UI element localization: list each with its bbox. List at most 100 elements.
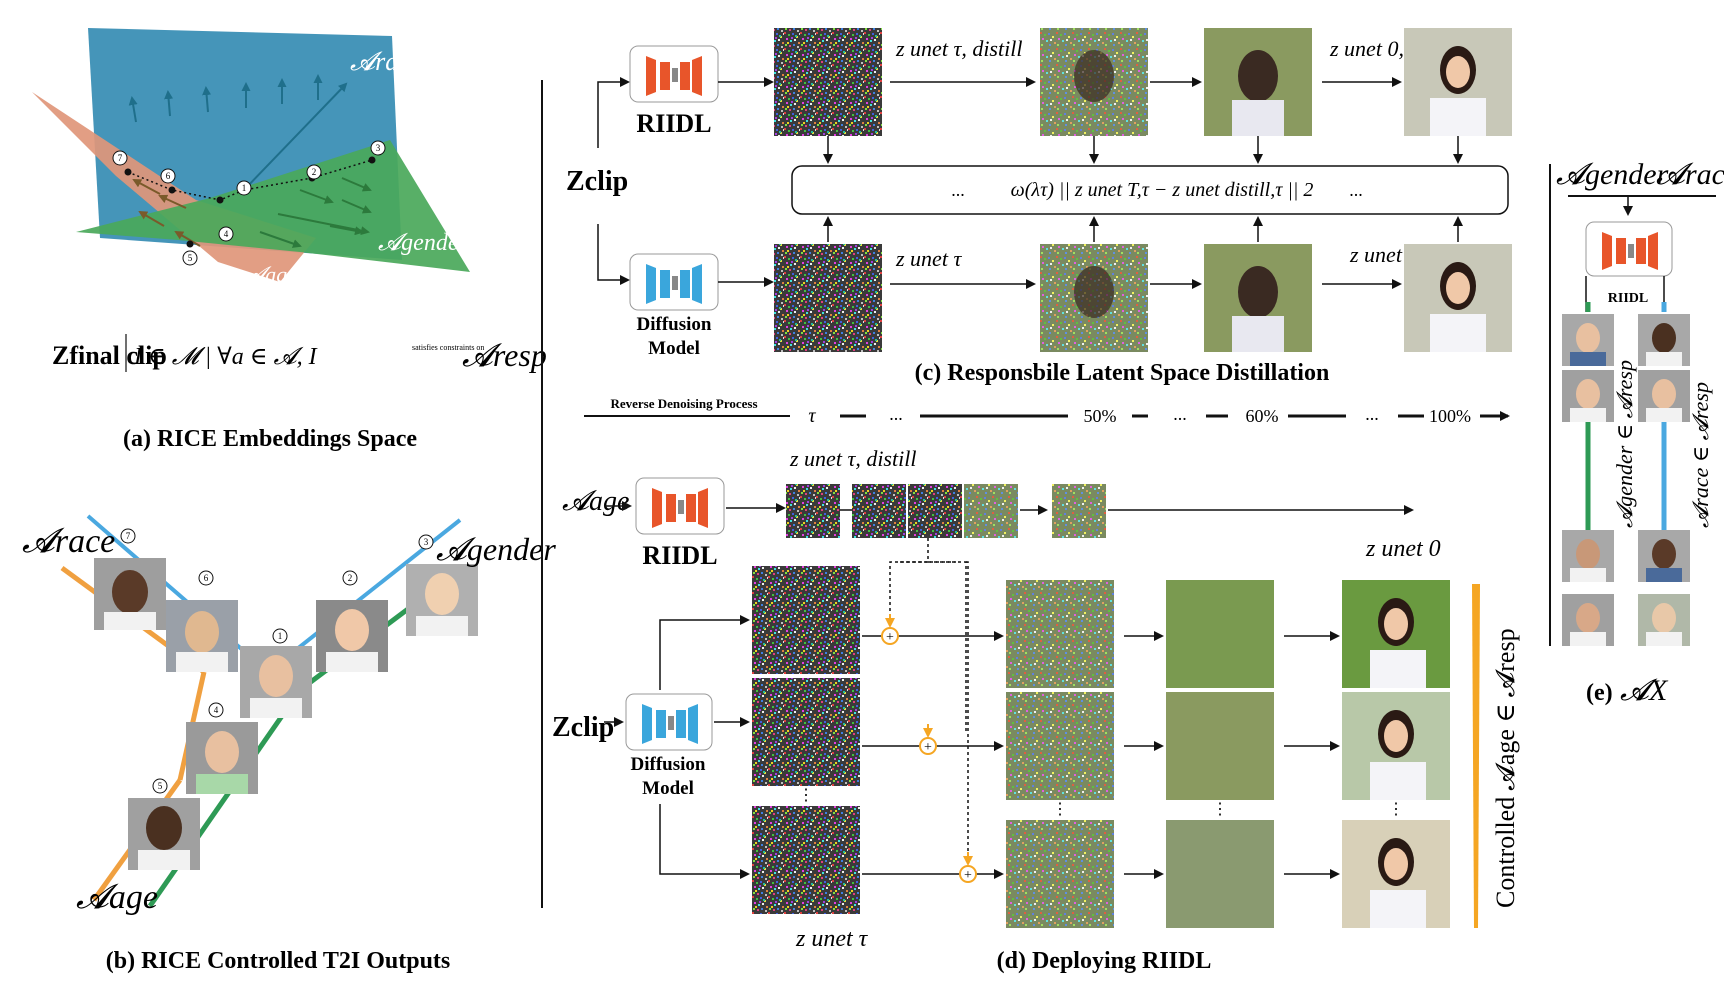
svg-text:RIIDL: RIIDL [1608,291,1648,306]
c-top-noise [774,28,882,136]
svg-text:1: 1 [278,631,283,641]
portrait-2 [316,600,388,672]
svg-text:τ: τ [808,405,816,427]
portrait-5 [128,798,200,870]
svg-text:...: ... [1173,404,1187,424]
d-row-3: + [862,865,1004,883]
svg-text:+: + [886,630,894,645]
d-z-tau: z unet τ [795,926,869,952]
svg-text:1: 1 [242,183,247,193]
d-row-1: + [862,627,1004,645]
b-race-label: 𝓐race [22,523,115,560]
portrait-6 [166,600,238,672]
svg-text:𝓐resp: 𝓐resp [462,337,547,373]
c-zclip: Zclip [566,166,628,197]
svg-text:2: 2 [348,573,353,583]
e-race-label: 𝓐race [1656,158,1724,191]
age-arrows [132,179,201,247]
portrait-3 [406,564,478,636]
caption-a: (a) RICE Embeddings Space [123,426,417,452]
svg-text:RIIDL: RIIDL [636,109,711,138]
svg-text:Model: Model [642,778,694,799]
svg-text:...: ... [1365,404,1379,424]
c-bottom-img-1 [1040,244,1148,352]
d-age-label: 𝓐age [562,486,629,517]
race-arrows [128,74,348,191]
rice-formula: Zfinal clip I ∈ 𝓜 | ∀a ∈ 𝓐, I satisfies … [52,334,547,373]
c-bottom-img-3 [1404,244,1512,352]
d-row-2: + [862,737,1004,755]
svg-text:𝓐X: 𝓐X [1620,674,1669,707]
c-bottom-img-2 [1204,244,1312,352]
panel-e: 𝓐gender 𝓐race RIIDL 𝓐gender [1556,158,1724,707]
c-riidl-block: RIIDL [629,45,719,138]
d-riidl-block: RIIDL [635,477,725,570]
d-noise-2 [752,678,860,786]
a-age-label: 𝓐age [244,262,297,287]
controlled-label: Controlled 𝓐age ∈ 𝓐resp [1491,628,1520,908]
svg-text:3: 3 [376,143,381,153]
e-right-label: 𝓐race ∈ 𝓐resp [1688,382,1713,528]
svg-text:⋮: ⋮ [798,787,814,804]
c-top-img-3 [1404,28,1512,136]
svg-text:50%: 50% [1084,406,1117,426]
c-top-img-2 [1204,28,1312,136]
d-diffusion-block: Diffusion Model [625,693,713,799]
e-gender-label: 𝓐gender [1556,158,1669,191]
denoising-timeline: Reverse Denoising Process τ ... 50% ... … [584,396,1510,427]
d-noise-1 [752,566,860,674]
svg-text:I ∈ 𝓜 | ∀a ∈ 𝓐, I: I ∈ 𝓜 | ∀a ∈ 𝓐, I [133,344,318,370]
a-gender-label: 𝓐gender [378,230,468,256]
caption-c: (c) Responsbile Latent Space Distillatio… [915,360,1330,386]
svg-text:4: 4 [214,705,219,715]
svg-text:+: + [924,740,932,755]
caption-b: (b) RICE Controlled T2I Outputs [106,948,451,974]
caption-e: (e) 𝓐X [1586,674,1669,707]
panel-b: 7 6 1 2 3 4 5 𝓐race 𝓐gender 𝓐age (b) RIC… [22,514,556,974]
d-injection-arrows [885,614,973,866]
e-portraits [1562,314,1690,646]
b-age-label: 𝓐age [76,879,158,916]
svg-text:7: 7 [126,531,131,541]
svg-text:+: + [964,868,972,883]
b-gender-label: 𝓐gender [436,531,556,567]
svg-text:RIIDL: RIIDL [642,541,717,570]
c-diffusion-block: Diffusion Model [629,253,719,359]
d-injection-lines [889,538,969,860]
portrait-4 [186,722,258,794]
d-z-0: z unet 0 [1365,536,1441,562]
e-riidl-block [1585,221,1673,277]
svg-text:satisfies constraints on: satisfies constraints on [412,343,484,352]
svg-text:60%: 60% [1246,406,1279,426]
c-top-img-1 [1040,28,1148,136]
d-z-tau-distill: z unet τ, distill [789,446,916,471]
svg-text:3: 3 [424,537,429,547]
svg-text:4: 4 [224,229,229,239]
loss-box [791,165,1509,215]
c-bottom-noise [774,244,882,352]
svg-text:5: 5 [158,781,163,791]
panel-d: 𝓐age RIIDL z unet τ, distill z unet 0 [552,446,1520,974]
d-riidl-noise-strip [786,484,1106,538]
svg-text:7: 7 [118,153,123,163]
svg-text:Diffusion: Diffusion [637,314,712,335]
b-portraits [94,558,478,870]
svg-text:100%: 100% [1429,406,1471,426]
c-z-tau: z unet τ [895,246,962,271]
panel-c: Zclip RIIDL Diffusion Model z un [566,28,1512,386]
loss-arrows [823,136,1463,242]
svg-text:Zfinal clip: Zfinal clip [52,341,167,370]
svg-text:(e): (e) [1586,680,1613,706]
svg-text:⋮: ⋮ [1052,801,1068,818]
svg-text:Reverse Denoising Process: Reverse Denoising Process [610,396,757,411]
loss-formula: ω(λτ) || z unet T,τ − z unet distill,τ |… [1011,179,1314,201]
svg-text:5: 5 [188,253,193,263]
d-noise-3 [752,806,860,914]
svg-text:...: ... [889,404,903,424]
svg-text:2: 2 [312,167,317,177]
caption-d: (d) Deploying RIIDL [997,948,1212,974]
b-point-markers: 7 6 1 2 3 4 5 [120,528,434,794]
portrait-7 [94,558,166,630]
svg-text:6: 6 [204,573,209,583]
svg-text:...: ... [951,180,965,200]
